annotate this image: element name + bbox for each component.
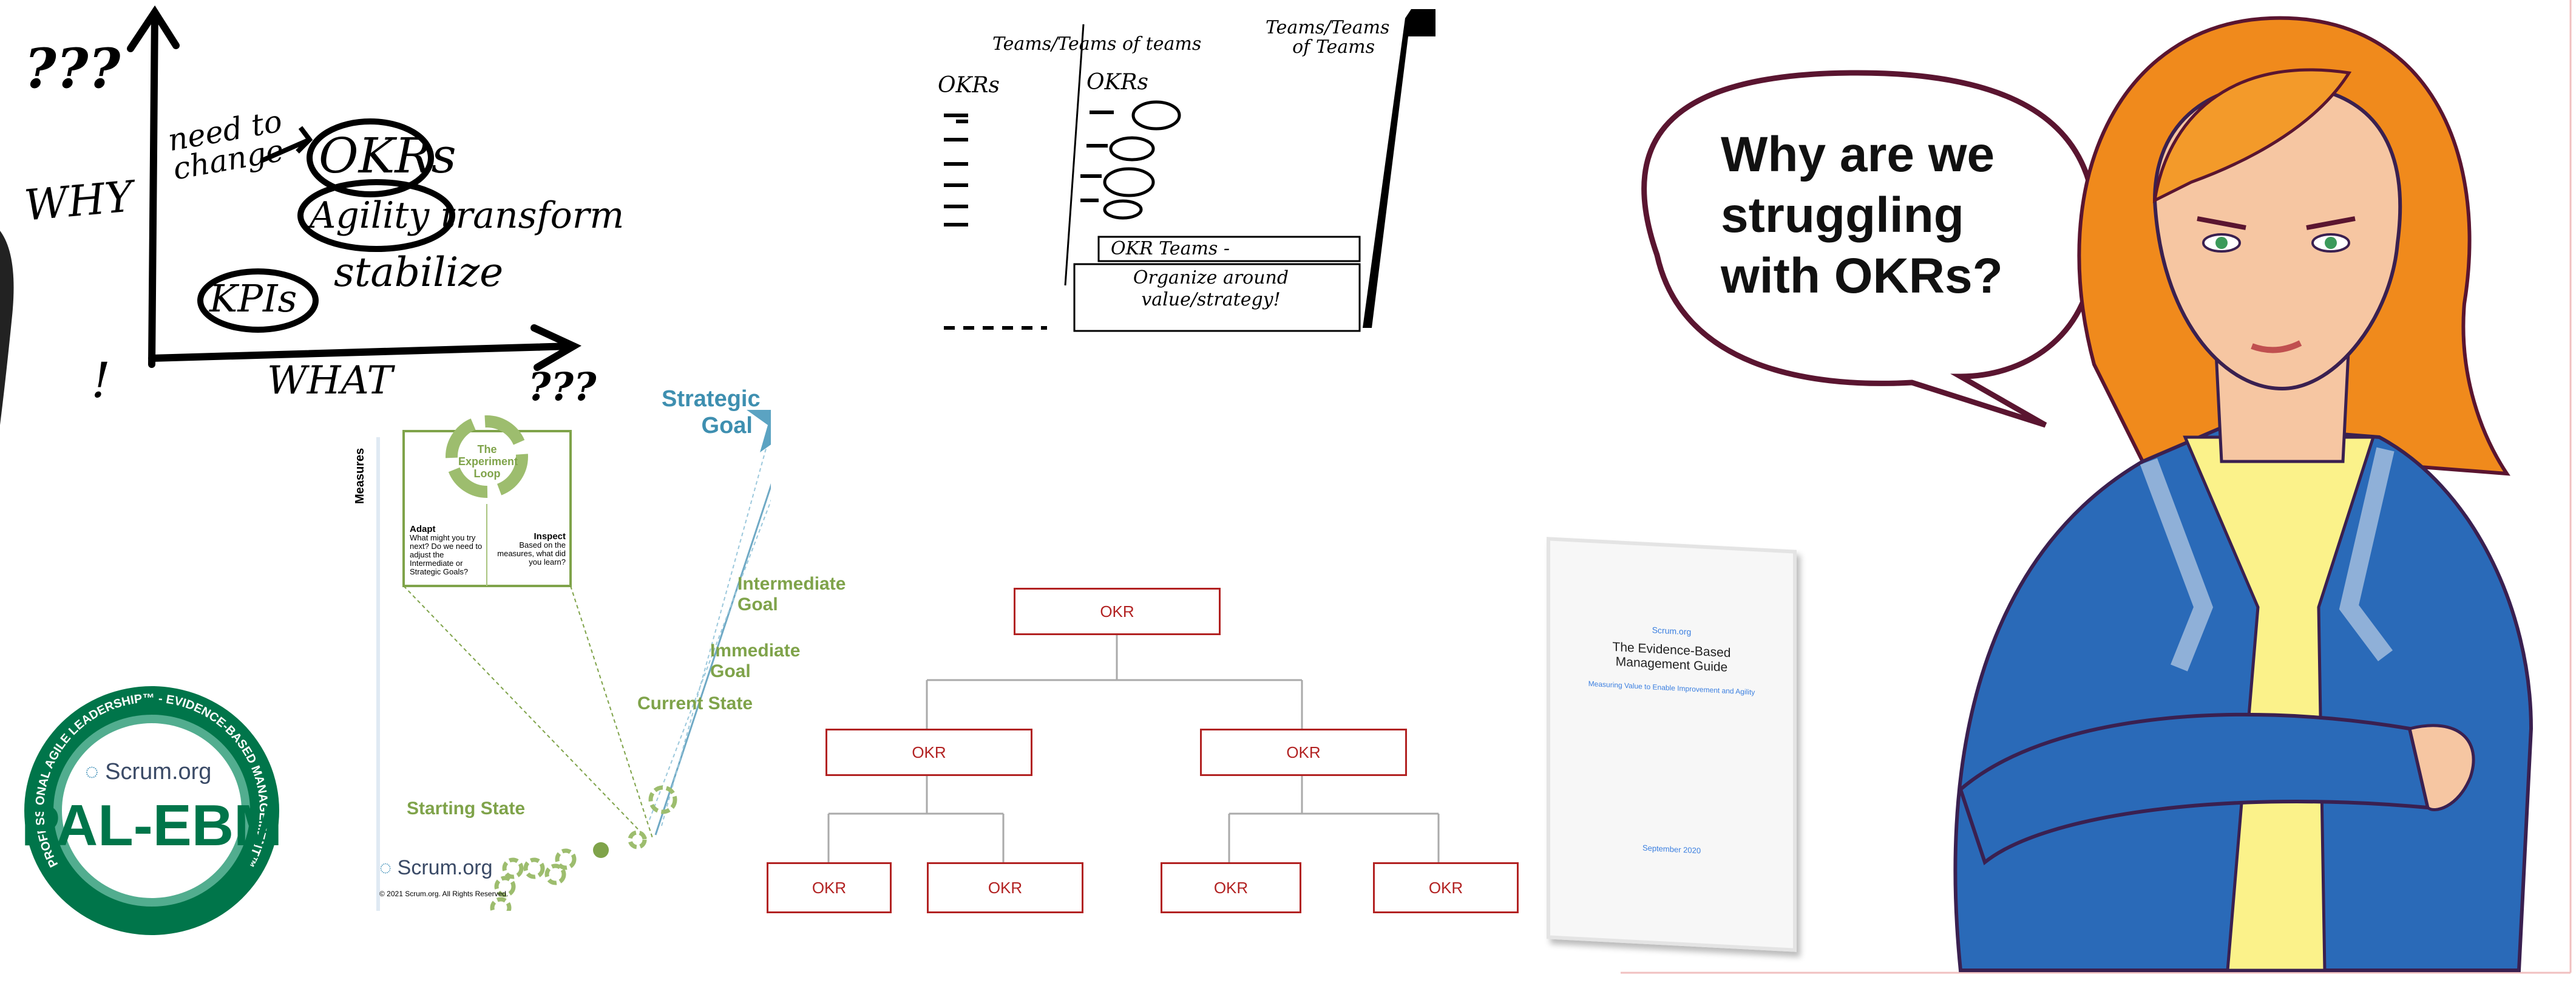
x-label: WHAT [267,358,393,403]
okr-level3[interactable]: OKR [767,862,892,913]
experiment-diagram: Measures Strategic Goal The Experiment L… [346,340,846,911]
okr-level3[interactable]: OKR [1161,862,1301,913]
okr-level3[interactable]: OKR [927,862,1083,913]
okr-level2[interactable]: OKR [825,729,1032,776]
okrs-label: OKRs [319,128,456,184]
speech-bubble-text: Why are we struggling with OKRs? [1721,127,2003,304]
teams-header-left: Teams/Teams of teams [992,33,1202,55]
okr-tree-connectors [827,633,1440,862]
okrs-right: OKRs [1086,70,1148,95]
inspect-title: Inspect [534,531,566,542]
starting-state-label: Starting State [407,798,526,819]
stepping-stones [490,785,677,911]
okr-level2[interactable]: OKR [1200,729,1407,776]
adapt-title: Adapt [410,524,436,534]
badge-ring: PROFESSIONAL AGILE LEADERSHIP™ - EVIDENC… [24,686,279,935]
intermediate-goal-label: Intermediate Goal [737,574,846,614]
scrum-org-logo: ◌ Scrum.org [379,856,493,880]
woman-illustration: Why are we struggling with OKRs? [1621,0,2574,975]
inspect-block: Inspect Based on the measures, what did … [492,531,566,567]
why-what-sketch: ??? WHY need to change OKRs Agility tran… [0,0,624,437]
experiment-graphics [376,410,771,911]
okrs-left: OKRs [938,73,1000,98]
kpis-label: KPIs [209,276,297,321]
stabilize-label: stabilize [334,249,504,296]
exclaim-mark: ! [91,352,111,409]
woman-figure [1621,0,2572,974]
copyright: © 2021 Scrum.org. All Rights Reserved. [379,890,509,898]
current-state-label: Current State [637,693,753,713]
organize-note: Organize around value/strategy! [1133,267,1289,310]
scrum-logo-icon: ◌ [379,856,392,879]
y-question: ??? [24,36,121,101]
okr-teams-note: OKR Teams - [1111,238,1230,259]
badge-brand: ◌ Scrum.org [85,759,211,785]
experiment-loop-title: The Experiment Loop [458,443,518,480]
pal-ebm-badge: PROFESSIONAL AGILE LEADERSHIP™ - EVIDENC… [12,668,291,947]
strategic-goal-label: Strategic Goal [662,386,761,438]
inspect-text: Based on the measures, what did you lear… [497,540,566,567]
badge-brand-text: Scrum.org [105,759,212,785]
axis-label: Measures [353,448,367,504]
teams-sketch-lines [944,9,1435,332]
adapt-block: Adapt What might you try next? Do we nee… [410,525,483,576]
adapt-text: What might you try next? Do we need to a… [410,533,483,576]
okr-level3[interactable]: OKR [1373,862,1519,913]
badge-title: PAL-EBM [21,793,283,858]
teams-header-right: Teams/Teams of Teams [1266,17,1390,58]
immediate-goal-label: Immediate Goal [710,641,801,681]
y-label: WHY [22,171,135,231]
teams-sketch: Teams/Teams of teams Teams/Teams of Team… [938,0,1435,346]
scrum-brand-text: Scrum.org [397,856,493,879]
scrum-logo-icon: ◌ [85,759,99,785]
agility-label: Agility transform [310,194,625,237]
okr-root[interactable]: OKR [1014,588,1221,635]
sketch-axes [0,5,581,425]
x-question: ??? [528,364,597,410]
